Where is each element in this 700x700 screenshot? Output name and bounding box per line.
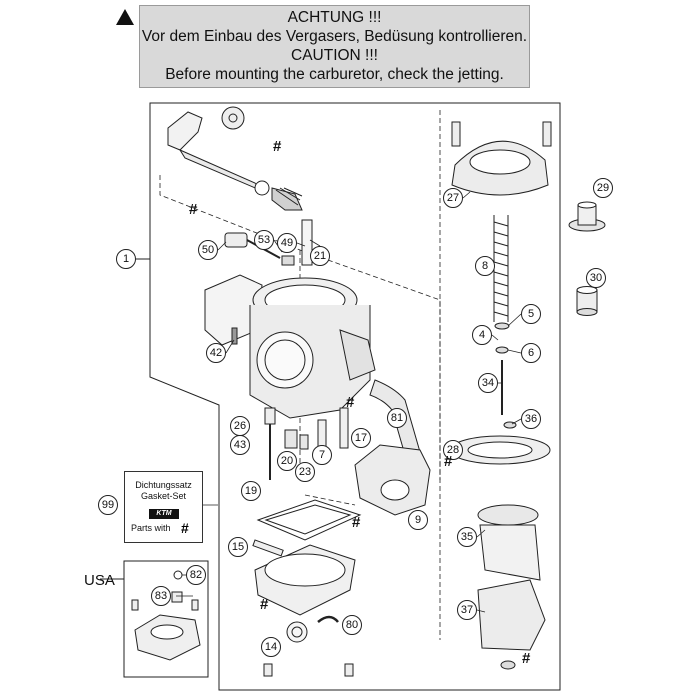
jet-parts bbox=[264, 407, 349, 480]
callout-26: 26 bbox=[230, 416, 250, 436]
throttle-shaft-assembly bbox=[167, 106, 303, 211]
callout-81: 81 bbox=[387, 408, 407, 428]
callout-28: 28 bbox=[443, 440, 463, 460]
callout-34: 34 bbox=[478, 373, 498, 393]
callout-21: 21 bbox=[310, 246, 330, 266]
callout-35: 35 bbox=[457, 527, 477, 547]
callout-42: 42 bbox=[206, 343, 226, 363]
callout-82: 82 bbox=[186, 565, 206, 585]
callout-5: 5 bbox=[521, 304, 541, 324]
warning-box: ACHTUNG !!! Vor dem Einbau des Vergasers… bbox=[139, 5, 530, 88]
callout-20: 20 bbox=[277, 451, 297, 471]
warning-text-en: Before mounting the carburetor, check th… bbox=[165, 66, 504, 83]
callout-36: 36 bbox=[521, 409, 541, 429]
usa-variant-parts bbox=[131, 570, 201, 661]
kit-note: Parts with bbox=[131, 523, 171, 533]
callout-99: 99 bbox=[98, 495, 118, 515]
hash-marker: # bbox=[444, 453, 453, 470]
kit-title-de: Dichtungssatz bbox=[135, 480, 192, 490]
hash-marker: # bbox=[522, 650, 531, 667]
float-bowl bbox=[252, 499, 362, 677]
callout-83: 83 bbox=[151, 586, 171, 606]
warning-text-de: Vor dem Einbau des Vergasers, Bedüsung k… bbox=[141, 28, 528, 45]
callout-8: 8 bbox=[475, 256, 495, 276]
warning-title-de: ACHTUNG !!! bbox=[287, 9, 382, 26]
callout-6: 6 bbox=[521, 343, 541, 363]
callout-53: 53 bbox=[254, 230, 274, 250]
callout-37: 37 bbox=[457, 600, 477, 620]
callout-19: 19 bbox=[241, 481, 261, 501]
warning-triangle-icon bbox=[116, 9, 134, 25]
callout-50: 50 bbox=[198, 240, 218, 260]
slide-assembly bbox=[449, 121, 552, 670]
warning-title-en: CAUTION !!! bbox=[291, 47, 378, 64]
callout-15: 15 bbox=[228, 537, 248, 557]
callout-29: 29 bbox=[593, 178, 613, 198]
hash-marker: # bbox=[273, 138, 282, 155]
callout-14: 14 bbox=[261, 637, 281, 657]
ktm-logo: KTM bbox=[149, 509, 179, 519]
assembly-frame bbox=[149, 102, 561, 691]
kit-hash-marker: # bbox=[181, 520, 189, 536]
hash-marker: # bbox=[189, 201, 198, 218]
kit-title-en: Gasket-Set bbox=[140, 491, 187, 501]
hash-marker: # bbox=[346, 394, 355, 411]
callout-7: 7 bbox=[312, 445, 332, 465]
callout-49: 49 bbox=[277, 233, 297, 253]
hash-marker: # bbox=[260, 596, 269, 613]
gasket-kit-box: Dichtungssatz Gasket-Set KTM Parts with … bbox=[124, 471, 203, 543]
callout-43: 43 bbox=[230, 435, 250, 455]
callout-30: 30 bbox=[586, 268, 606, 288]
spare-parts bbox=[568, 201, 606, 316]
callout-1: 1 bbox=[116, 249, 136, 269]
callout-23: 23 bbox=[295, 462, 315, 482]
callout-4: 4 bbox=[472, 325, 492, 345]
callout-27: 27 bbox=[443, 188, 463, 208]
sensor-housing bbox=[354, 444, 431, 525]
usa-variant-frame bbox=[123, 560, 209, 678]
usa-label: USA bbox=[84, 572, 115, 589]
callout-9: 9 bbox=[408, 510, 428, 530]
callout-80: 80 bbox=[342, 615, 362, 635]
hash-marker: # bbox=[352, 514, 361, 531]
callout-17: 17 bbox=[351, 428, 371, 448]
